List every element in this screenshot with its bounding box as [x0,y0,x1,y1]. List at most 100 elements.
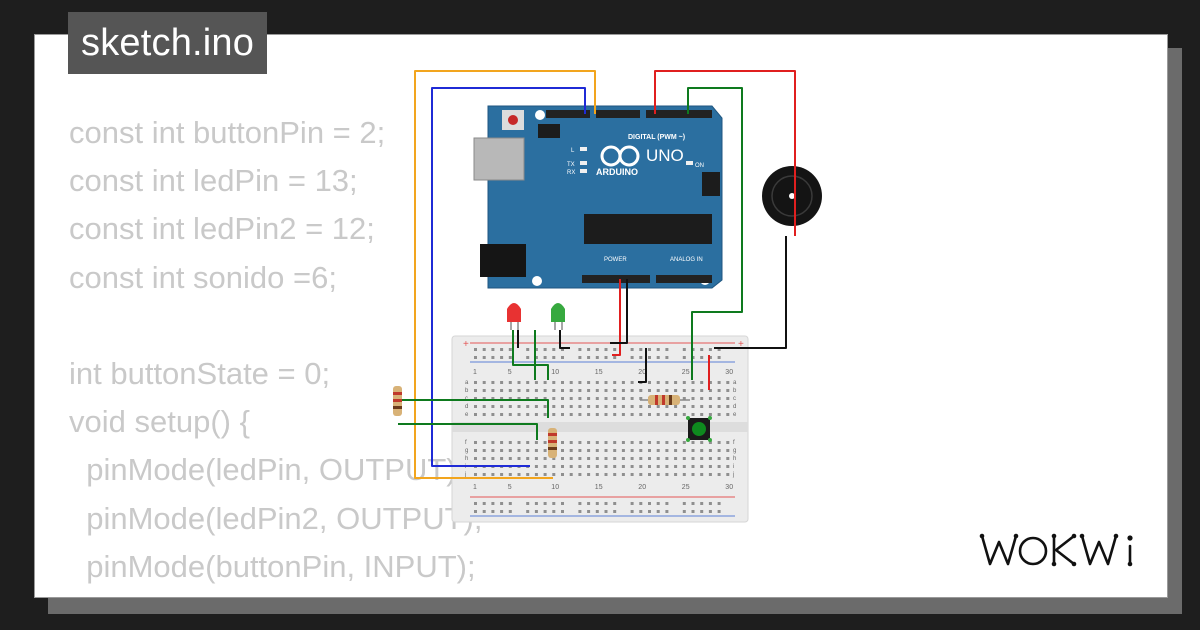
breadboard-hole [708,381,712,384]
breadboard-hole [587,356,591,359]
icsp-header-2 [538,124,560,138]
breadboard-hole [726,389,730,392]
breadboard-hole [621,465,625,468]
breadboard-hole [682,381,686,384]
breadboard-hole [639,356,643,359]
breadboard-hole [717,465,721,468]
breadboard-hole [500,457,504,460]
breadboard-hole [508,457,512,460]
breadboard-hole [630,449,634,452]
breadboard-hole [587,449,591,452]
breadboard-hole [552,465,556,468]
breadboard-hole [604,356,608,359]
breadboard-hole [482,510,486,513]
breadboard-column-number: 15 [595,484,603,491]
breadboard-hole [604,465,608,468]
breadboard-hole [474,381,477,384]
breadboard-column-number: 15 [595,369,603,376]
breadboard-hole [561,441,564,444]
breadboard-hole [595,356,599,359]
breadboard-hole [552,413,556,416]
breadboard-hole [665,441,669,444]
breadboard-hole [613,473,617,476]
breadboard-hole [630,465,634,468]
red-led[interactable] [507,303,521,330]
breadboard-hole [708,389,712,392]
breadboard-hole [508,473,512,476]
green-led[interactable] [551,303,565,330]
breadboard-hole [708,449,712,452]
code-preview: const int buttonPin = 2;const int ledPin… [69,109,482,597]
breadboard-hole [665,381,669,384]
breadboard-hole [543,449,547,452]
breadboard-hole [578,356,582,359]
breadboard-hole [648,389,651,392]
breadboard-hole [543,465,547,468]
breadboard-hole [526,473,530,476]
breadboard-hole [500,510,504,513]
breadboard-hole [630,473,634,476]
breadboard-hole [665,413,669,416]
breadboard-row-letter: b [733,388,737,394]
breadboard-hole [552,457,556,460]
breadboard-hole [482,389,486,392]
breadboard-hole [578,457,582,460]
breadboard-column-number: 20 [638,369,646,376]
code-line: const int buttonPin = 2; [69,115,386,150]
wire-green-resistor-left [398,399,549,418]
breadboard-hole [604,457,608,460]
breadboard-hole [630,510,634,513]
breadboard-hole [482,405,486,408]
arduino-uno-board[interactable]: UNO ARDUINO DIGITAL (PWM ~) POWER ANALOG… [473,105,723,289]
breadboard-hole [691,449,695,452]
breadboard-hole [630,457,634,460]
breadboard-hole [534,449,538,452]
resistor-left[interactable] [393,386,402,416]
breadboard-hole [569,441,573,444]
breadboard-hole [534,397,538,400]
breadboard-hole [656,441,660,444]
breadboard-hole [561,356,564,359]
breadboard-hole [648,356,651,359]
breadboard-hole [482,348,486,351]
breadboard-hole [474,389,477,392]
breadboard-hole [508,405,512,408]
breadboard-hole [682,465,686,468]
breadboard-hole [708,510,712,513]
breadboard-hole [656,449,660,452]
breadboard-hole [726,413,730,416]
breadboard-hole [517,457,521,460]
breadboard-hole [621,413,625,416]
pushbutton[interactable] [686,416,712,442]
breadboard-hole [648,413,651,416]
breadboard-hole [656,457,660,460]
reset-button[interactable] [508,115,518,125]
breadboard-hole [552,389,556,392]
resistor-right[interactable] [640,395,690,405]
resistor-middle[interactable] [548,428,557,458]
breadboard-hole [569,473,573,476]
code-line: pinMode(ledPin, OUTPUT); [69,452,466,488]
buzzer[interactable] [762,166,822,226]
breadboard-hole [526,441,530,444]
breadboard-hole [682,441,686,444]
breadboard-hole [595,510,599,513]
breadboard-hole [613,348,617,351]
breadboard-hole [700,348,704,351]
breadboard-hole [482,356,486,359]
breadboard-hole [613,510,617,513]
breadboard-hole [639,405,643,408]
breadboard-hole [534,389,538,392]
breadboard-hole [534,405,538,408]
breadboard-hole [648,465,651,468]
breadboard-hole [682,397,686,400]
breadboard-row-letter: d [465,404,468,410]
breadboard-hole [500,473,504,476]
breadboard-hole [726,465,730,468]
breadboard-hole [561,465,564,468]
breadboard-hole [508,381,512,384]
breadboard-hole [587,465,591,468]
wire-green-button [687,87,743,380]
